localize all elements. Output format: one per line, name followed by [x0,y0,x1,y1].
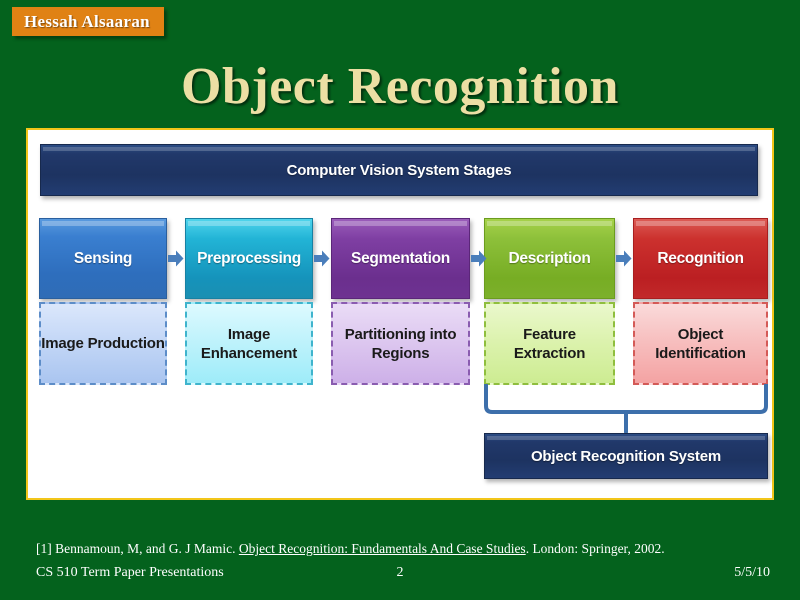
detail-box-partitioning[interactable]: Partitioning into Regions [331,302,470,385]
arrow-right-icon [168,250,184,267]
detail-box-image-production[interactable]: Image Production [39,302,167,385]
footer-slide-number: 2 [396,565,404,580]
detail-box-image-enhancement[interactable]: Image Enhancement [185,302,313,385]
stage-box-description[interactable]: Description [484,218,615,299]
footer-course: CS 510 Term Paper Presentations [36,565,224,580]
citation-suffix: . London: Springer, 2002. [525,541,665,556]
footer-date: 5/5/10 [734,565,770,580]
page-title: Object Recognition [181,58,619,115]
footer: CS 510 Term Paper Presentations 2 5/5/10 [0,565,800,585]
stage-box-sensing[interactable]: Sensing [39,218,167,299]
detail-box-feature-extraction[interactable]: Feature Extraction [484,302,615,385]
citation-prefix: [1] Bennamoun, M, and G. J Mamic. [36,541,239,556]
computer-vision-pipeline-diagram: Computer Vision System Stages Sensing Pr… [28,130,772,498]
detail-box-object-identification[interactable]: Object Identification [633,302,768,385]
diagram-header-bar: Computer Vision System Stages [40,144,758,196]
citation-title: Object Recognition: Fundamentals And Cas… [238,541,526,556]
arrow-right-icon [471,250,487,267]
content-panel: Computer Vision System Stages Sensing Pr… [26,128,774,500]
stage-box-recognition[interactable]: Recognition [633,218,768,299]
arrow-right-icon [314,250,330,267]
arrow-right-icon [616,250,632,267]
stage-box-preprocessing[interactable]: Preprocessing [185,218,313,299]
presenter-name-badge: Hessah Alsaaran [12,7,164,36]
stage-box-segmentation[interactable]: Segmentation [331,218,470,299]
object-recognition-system-bar: Object Recognition System [484,433,768,479]
citation: [1] Bennamoun, M, and G. J Mamic. Object… [36,541,665,557]
grouping-bracket [484,384,768,434]
